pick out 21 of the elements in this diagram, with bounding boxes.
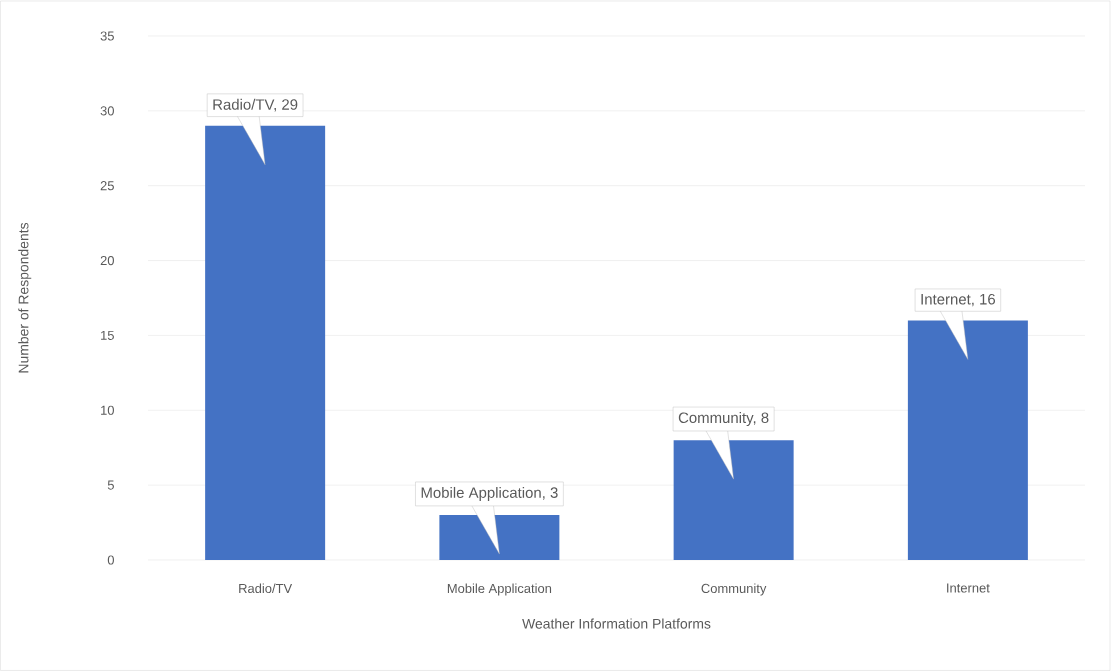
y-tick-label: 20	[100, 255, 114, 266]
bar	[673, 440, 794, 560]
x-tick-label: Community	[701, 583, 767, 596]
data-callout: Mobile Application, 3	[415, 481, 564, 555]
y-tick-label: 10	[101, 405, 114, 415]
y-tick-label: 35	[100, 31, 114, 41]
y-tick-label: 5	[107, 480, 114, 490]
data-callout: Community, 8	[672, 406, 775, 480]
y-tick-label: 0	[107, 555, 114, 565]
x-tick-label: Mobile Application	[447, 583, 552, 596]
data-callout: Radio/TV, 29	[207, 93, 304, 165]
y-tick-label: 15	[101, 330, 114, 340]
data-callout: Internet, 16	[914, 288, 1001, 360]
bar	[907, 320, 1028, 560]
x-tick-label: Radio/TV	[239, 583, 293, 594]
x-axis-title: Weather Information Platforms	[522, 618, 711, 629]
y-tick-label: 30	[100, 106, 114, 116]
y-axis-title: Number of Respondents	[18, 222, 32, 373]
bar	[205, 125, 326, 560]
x-tick-label: Internet	[947, 583, 990, 593]
y-tick-label: 25	[100, 181, 114, 191]
